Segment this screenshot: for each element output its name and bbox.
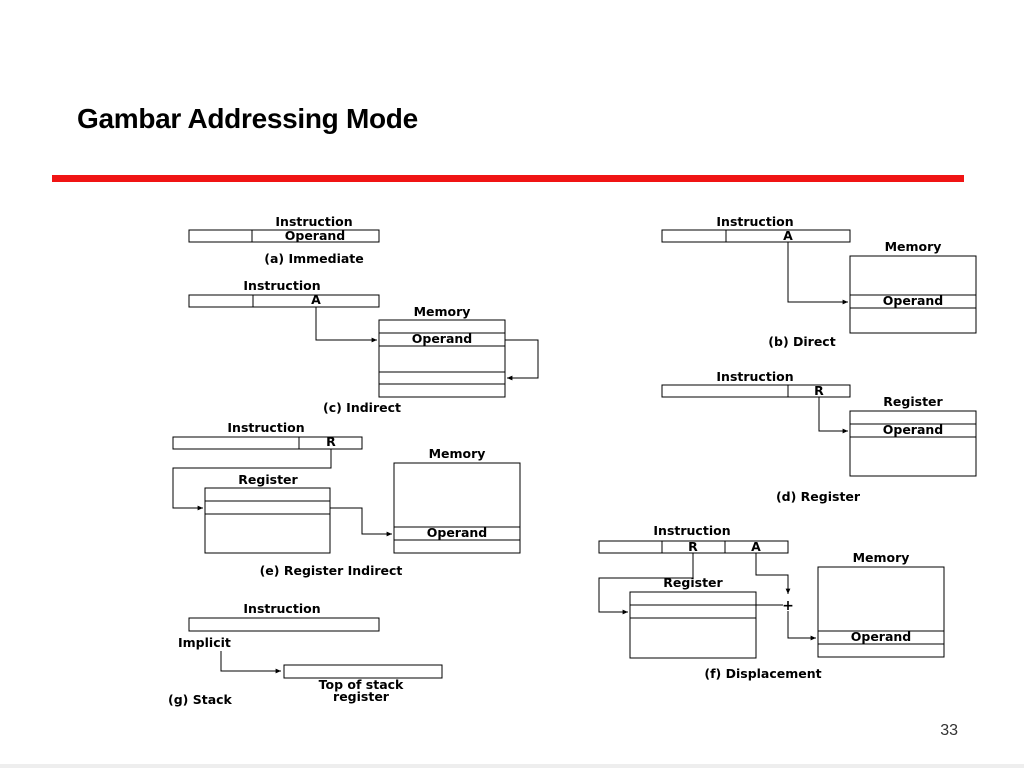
instruction-box: [188, 617, 380, 632]
address-field-label: A: [783, 228, 793, 243]
operand-label: Operand: [285, 228, 346, 243]
operand-label: Operand: [883, 422, 944, 437]
pointer-arrow: [505, 339, 539, 381]
mode-caption: (b) Direct: [768, 334, 835, 349]
memory-label: Memory: [853, 550, 910, 565]
mode-caption: (e) Register Indirect: [260, 563, 403, 578]
register-label: Register: [883, 394, 943, 409]
indirect-mode: Instruction A Memory Operand (c) Indirec…: [188, 278, 539, 415]
mode-caption: (d) Register: [776, 489, 861, 504]
memory-label: Memory: [885, 239, 942, 254]
instruction-box: [172, 436, 363, 450]
operand-label: Operand: [412, 331, 473, 346]
top-of-stack-label-line2: register: [333, 689, 390, 704]
instruction-box: [188, 229, 380, 243]
register-arrow: [172, 449, 332, 511]
operand-label: Operand: [883, 293, 944, 308]
register-indirect-mode: Instruction R Register Memory Operand (e…: [172, 420, 521, 578]
register-box: [849, 410, 977, 477]
address-arrow: [315, 307, 377, 343]
instruction-label: Instruction: [227, 420, 304, 435]
register-box: [204, 487, 331, 554]
address-field-label: A: [311, 292, 321, 307]
displacement-mode: Instruction R A Register Memory Operand …: [598, 523, 945, 681]
instruction-label: Instruction: [275, 214, 352, 229]
direct-mode: Instruction A Memory Operand (b) Direct: [661, 214, 977, 349]
title-divider: [52, 175, 964, 182]
page-number: 33: [940, 722, 958, 739]
slide-title: Gambar Addressing Mode: [77, 103, 418, 134]
operand-label: Operand: [427, 525, 488, 540]
implicit-label: Implicit: [178, 635, 231, 650]
effective-address-arrow: [787, 611, 816, 641]
mode-caption: (a) Immediate: [264, 251, 364, 266]
instruction-box: [661, 384, 851, 398]
register-field-label: R: [688, 539, 698, 554]
register-mode: Instruction R Register Operand (d) Regis…: [661, 369, 977, 504]
address-arrow: [787, 242, 848, 305]
register-field-label: R: [814, 383, 824, 398]
register-arrow: [818, 397, 848, 434]
register-label: Register: [238, 472, 298, 487]
operand-label: Operand: [851, 629, 912, 644]
register-field-label: R: [326, 434, 336, 449]
register-arrow: [598, 553, 694, 615]
instruction-box: [188, 294, 380, 308]
register-label: Register: [663, 575, 723, 590]
mode-caption: (g) Stack: [168, 692, 233, 707]
address-field-label: A: [751, 539, 761, 554]
implicit-arrow: [220, 651, 281, 674]
mode-caption: (f) Displacement: [704, 666, 821, 681]
memory-box: [817, 566, 945, 658]
instruction-label: Instruction: [716, 369, 793, 384]
instruction-label: Instruction: [243, 601, 320, 616]
mode-caption: (c) Indirect: [323, 400, 401, 415]
memory-box: [393, 462, 521, 554]
instruction-box: [661, 229, 851, 243]
instruction-label: Instruction: [653, 523, 730, 538]
instruction-label: Instruction: [243, 278, 320, 293]
stack-mode: Instruction Implicit Top of stack regist…: [168, 601, 443, 707]
instruction-label: Instruction: [716, 214, 793, 229]
pointer-arrow: [330, 507, 392, 537]
memory-label: Memory: [414, 304, 471, 319]
memory-label: Memory: [429, 446, 486, 461]
address-arrow: [755, 553, 791, 594]
immediate-mode: Instruction Operand (a) Immediate: [188, 214, 380, 266]
adder-plus-sign: +: [782, 598, 794, 614]
footer-strip: [0, 764, 1024, 768]
register-box: [629, 591, 757, 659]
top-of-stack-label-line1: Top of stack: [319, 677, 404, 692]
top-of-stack-register: [283, 664, 443, 679]
